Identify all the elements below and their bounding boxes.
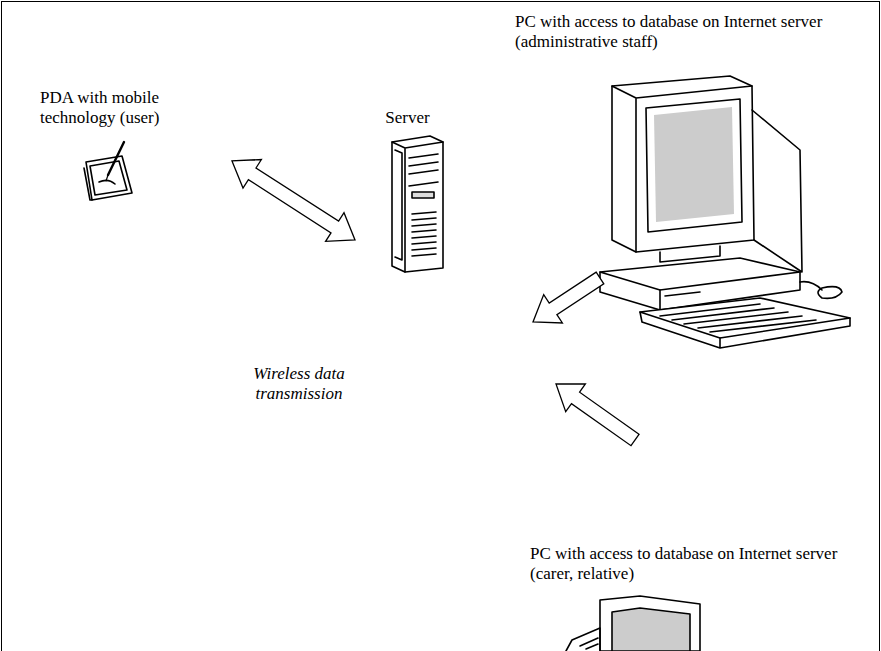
pc-node: PC with access to database on Internet s… — [513, 8, 873, 364]
node-label: Server — [355, 108, 460, 128]
pc-node: PC with access to database on Internet s… — [528, 440, 878, 651]
node-label: PC with access to database on Internet s… — [530, 544, 876, 584]
block-arrow — [556, 384, 639, 446]
node-label: PDA with mobile technology (user) — [40, 88, 180, 128]
edge-label: Wireless data transmission — [238, 364, 360, 404]
server-icon — [392, 136, 443, 272]
laptop-icon — [566, 596, 700, 651]
desktop-pc-icon — [600, 76, 850, 348]
double-block-arrow — [232, 160, 355, 242]
device-node: PDA with mobile technology (user) — [38, 84, 232, 206]
pda-icon — [84, 142, 132, 200]
block-arrow — [533, 272, 604, 323]
server-node: Server — [355, 104, 460, 274]
node-label: PC with access to database on Internet s… — [515, 12, 867, 52]
